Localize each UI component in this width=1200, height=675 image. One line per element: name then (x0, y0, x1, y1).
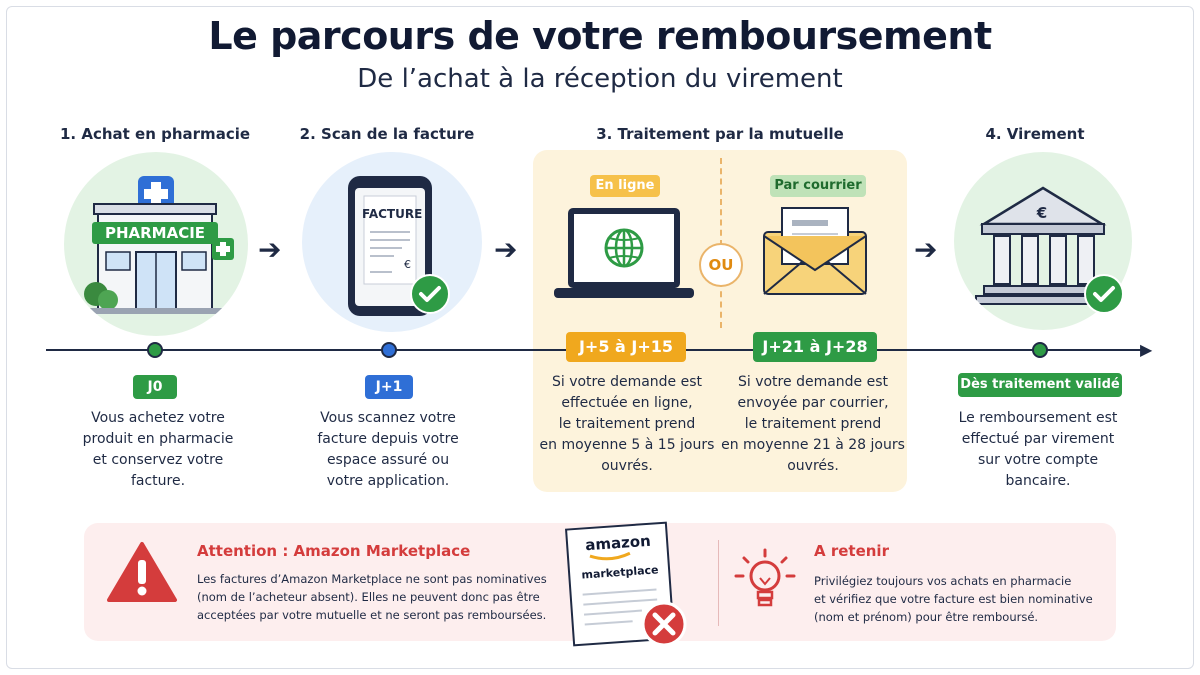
online-label: En ligne (590, 175, 660, 197)
check-icon (1084, 274, 1124, 314)
badge-j1: J+1 (365, 375, 413, 399)
pharmacy-illustration (64, 152, 248, 336)
step-4-title: 4. Virement (985, 125, 1085, 143)
or-separator: OU (699, 243, 743, 287)
tip-text: Privilégiez toujours vos achats en pharm… (814, 574, 1093, 624)
arrow-right-icon: ➔ (914, 233, 938, 266)
badge-validated: Dès traitement validé (958, 373, 1122, 397)
envelope-icon (760, 206, 870, 298)
warning-divider (718, 540, 719, 626)
warning-title: Attention : Amazon Marketplace (197, 542, 471, 560)
facture-label: FACTURE (362, 207, 423, 221)
warning-icon (106, 540, 178, 604)
page-title: Le parcours de votre remboursement (208, 14, 992, 58)
badge-j0: J0 (133, 375, 177, 399)
timeline-dot-end (1032, 342, 1048, 358)
badge-mail-delay: J+21 à J+28 (753, 332, 877, 362)
step-3-title: 3. Traitement par la mutuelle (596, 125, 844, 143)
pharmacy-sign: PHARMACIE (104, 224, 206, 242)
step-2-title: 2. Scan de la facture (299, 125, 475, 143)
euro-sign-doc: € (404, 258, 411, 271)
tip-title: A retenir (814, 542, 889, 560)
laptop-icon (552, 204, 696, 306)
timeline-arrowhead-icon: ▶ (1140, 340, 1153, 359)
phone-illustration (302, 152, 482, 332)
arrow-right-icon: ➔ (494, 233, 518, 266)
page-subtitle: De l’achat à la réception du virement (357, 64, 843, 94)
warning-text: Les factures d’Amazon Marketplace ne son… (197, 572, 547, 622)
step-1-title: 1. Achat en pharmacie (60, 125, 251, 143)
check-icon (410, 274, 450, 314)
euro-sign-bank: € (1036, 204, 1048, 222)
amazon-invoice-illustration (560, 520, 694, 652)
timeline-dot-j1 (381, 342, 397, 358)
mail-label: Par courrier (770, 175, 866, 197)
timeline-dot-j0 (147, 342, 163, 358)
badge-online-delay: J+5 à J+15 (566, 332, 686, 362)
lightbulb-icon (734, 546, 796, 616)
arrow-right-icon: ➔ (258, 233, 282, 266)
page-frame (6, 6, 1194, 669)
